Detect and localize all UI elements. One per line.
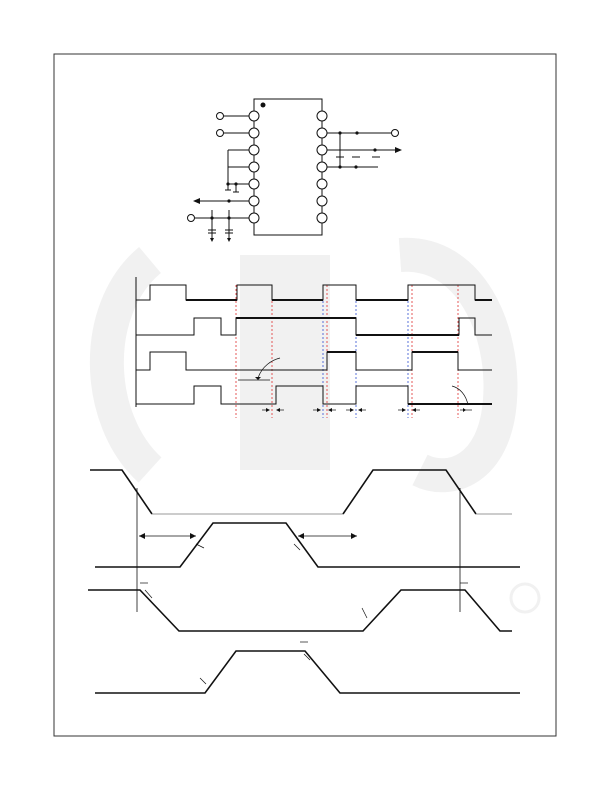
trace-2-3	[88, 589, 512, 632]
pin-r3	[316, 144, 328, 156]
pin-l7	[248, 212, 260, 224]
pin-r7	[316, 212, 328, 224]
timing-chart-1	[135, 277, 492, 418]
pin-r4	[316, 161, 328, 173]
chart1-annotations	[238, 357, 472, 412]
pin-l1	[248, 110, 260, 122]
trace-1-4	[136, 385, 492, 405]
trace-2-3-annotations	[140, 582, 473, 619]
watermark-block	[240, 255, 330, 470]
output-arrow-right	[395, 147, 402, 153]
output-arrow-left	[193, 198, 200, 204]
watermark-ring-right	[398, 237, 518, 493]
pin-l6	[248, 195, 260, 207]
pin-r6	[316, 195, 328, 207]
terminal-input-3	[187, 214, 195, 222]
terminal-input-1	[216, 112, 224, 120]
trace-2-4-annotations	[199, 641, 311, 685]
ic-body	[253, 98, 323, 236]
pin-r5	[316, 178, 328, 190]
pin-r2	[316, 127, 328, 139]
delay-callout-1	[257, 357, 281, 379]
timing-chart-2	[88, 469, 520, 694]
right-wiring	[327, 129, 402, 169]
pin-one-dot	[260, 102, 266, 108]
pin-r1	[316, 110, 328, 122]
pin-l5	[248, 178, 260, 190]
delay-callout-2	[451, 385, 469, 406]
trace-2-2-annotations	[139, 533, 357, 551]
terminal-output-1	[391, 129, 399, 137]
watermark-small-ring	[509, 582, 541, 614]
trace-2-1	[90, 469, 153, 515]
page-frame	[53, 53, 557, 737]
trace-2-2	[95, 522, 520, 568]
edge-arrows	[262, 408, 472, 412]
watermark	[89, 237, 541, 614]
trace-2-1-rise	[342, 469, 477, 515]
pin-l2	[248, 127, 260, 139]
pin-l3	[248, 144, 260, 156]
pin-l4	[248, 161, 260, 173]
trace-2-4	[95, 650, 520, 694]
right-pins	[316, 110, 328, 224]
left-pins	[248, 110, 260, 224]
terminal-input-2	[216, 129, 224, 137]
left-wiring	[187, 112, 249, 242]
watermark-arc-left	[89, 246, 163, 483]
ic-schematic	[187, 98, 402, 242]
